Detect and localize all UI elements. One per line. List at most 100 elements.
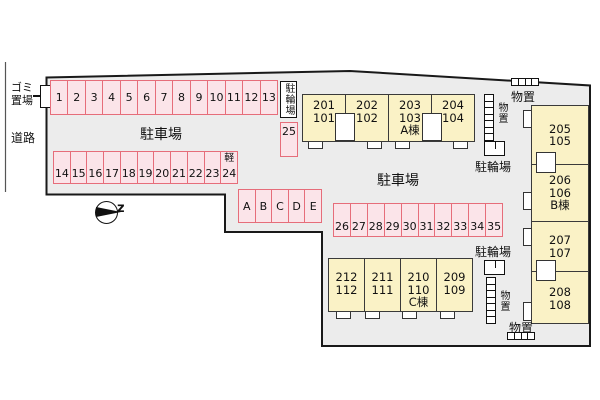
parking-space-number: 3 (90, 91, 98, 104)
parking-space: 1 (51, 81, 67, 114)
bike-parking-box-lower (484, 260, 505, 275)
parking-space-number: 19 (138, 167, 153, 180)
parking-space: 11 (224, 81, 242, 114)
storage-cell (485, 100, 493, 108)
storage-shed-row (511, 78, 539, 86)
parking-space: 8 (172, 81, 189, 114)
parking-space: 33 (451, 204, 468, 236)
parking-space-number: 16 (88, 167, 103, 180)
parking-space: 7 (154, 81, 172, 114)
storage-cell (485, 120, 493, 127)
parking-space: 13 (259, 81, 277, 114)
unit-number-upper: 212 (335, 270, 358, 284)
parking-space: 2 (67, 81, 84, 114)
kei-car-tag: 軽 (224, 153, 235, 164)
parking-space-number: 22 (188, 167, 203, 180)
storage-shed-row (507, 332, 535, 340)
parking-space-number: 1 (55, 91, 63, 104)
parking-space-number: 20 (155, 167, 170, 180)
porch-tab (440, 311, 455, 319)
parking-space: D (287, 190, 305, 222)
building-name-label: A棟 (400, 123, 420, 137)
parking-space: B (254, 190, 272, 222)
parking-space-number: 8 (178, 91, 186, 104)
compass-north-icon: z (92, 198, 132, 228)
parking-space: 31 (417, 204, 435, 236)
garbage-label-line1: ゴミ (11, 81, 33, 94)
parking-space: 23 (203, 152, 221, 183)
parking-space-number: 5 (125, 91, 133, 104)
storage-cell (520, 333, 528, 339)
storage-cell (531, 79, 538, 85)
parking-space-number: 24 (222, 167, 237, 180)
unit-number-upper: 203 (399, 98, 421, 112)
storage-cell (517, 79, 525, 85)
storage-cell (527, 333, 534, 339)
unit-number-lower: 101 (313, 110, 335, 125)
stairwell (422, 113, 442, 141)
parking-space: 14 (54, 152, 70, 183)
storage-cell (487, 290, 495, 297)
stairwell (536, 152, 556, 173)
bike-parking-box-upper (484, 141, 505, 156)
parking-space-number: 9 (195, 91, 203, 104)
parking-space-number: 31 (419, 220, 434, 233)
porch-tab (402, 311, 417, 319)
storage-cell (487, 296, 495, 304)
storage-label-strip-upper: 物置 (496, 102, 507, 124)
parking-space-number: 6 (143, 91, 151, 104)
storage-cell (485, 107, 493, 114)
unit-number-lower: 110 (407, 282, 430, 297)
parking-space: 6 (137, 81, 154, 114)
parking-space: 3 (84, 81, 102, 114)
storage-cell (487, 283, 495, 291)
parking-space-number: 18 (121, 167, 136, 180)
parking-space: A (239, 190, 255, 222)
parking-space-number: 33 (453, 220, 468, 233)
road-label: 道路 (11, 131, 36, 145)
storage-cell (487, 303, 495, 310)
parking-space-letter: C (276, 199, 284, 213)
storage-cell (513, 333, 521, 339)
parking-space: 27 (349, 204, 367, 236)
porch-tab (308, 141, 323, 149)
parking-space: 35 (485, 204, 502, 236)
parking-space: 12 (242, 81, 259, 114)
parking-space: 16 (86, 152, 103, 183)
unit-number-upper: 205 (549, 121, 571, 136)
stairwell (335, 113, 355, 141)
parking-space-number: 27 (351, 220, 366, 233)
parking-space: 20 (153, 152, 170, 183)
parking-space: 軽 24 (220, 152, 237, 183)
compass-arrow (96, 206, 121, 217)
parking-space: E (304, 190, 321, 222)
bike-parking-label-upper: 駐輪場 (474, 160, 511, 174)
storage-cell (485, 113, 493, 121)
parking-space-number: 2 (73, 91, 81, 104)
storage-cell (487, 309, 495, 317)
parking-space-number: 7 (160, 91, 168, 104)
bike-parking-box-top: 駐輪場 (280, 81, 297, 118)
unit-number-upper: 210 (407, 270, 430, 284)
parking-space: 34 (468, 204, 485, 236)
bike-parking-label-lower: 駐輪場 (474, 245, 511, 259)
building-name-label: B棟 (550, 198, 570, 213)
parking-space-number: 32 (436, 220, 451, 233)
parking-space-number: 21 (172, 167, 186, 180)
parking-space-number: 30 (402, 220, 417, 233)
porch-tab (365, 311, 380, 319)
unit-number-lower: 102 (356, 110, 378, 125)
porch-tab (453, 141, 468, 149)
parking-space: 15 (69, 152, 87, 183)
parking-space: 30 (400, 204, 418, 236)
